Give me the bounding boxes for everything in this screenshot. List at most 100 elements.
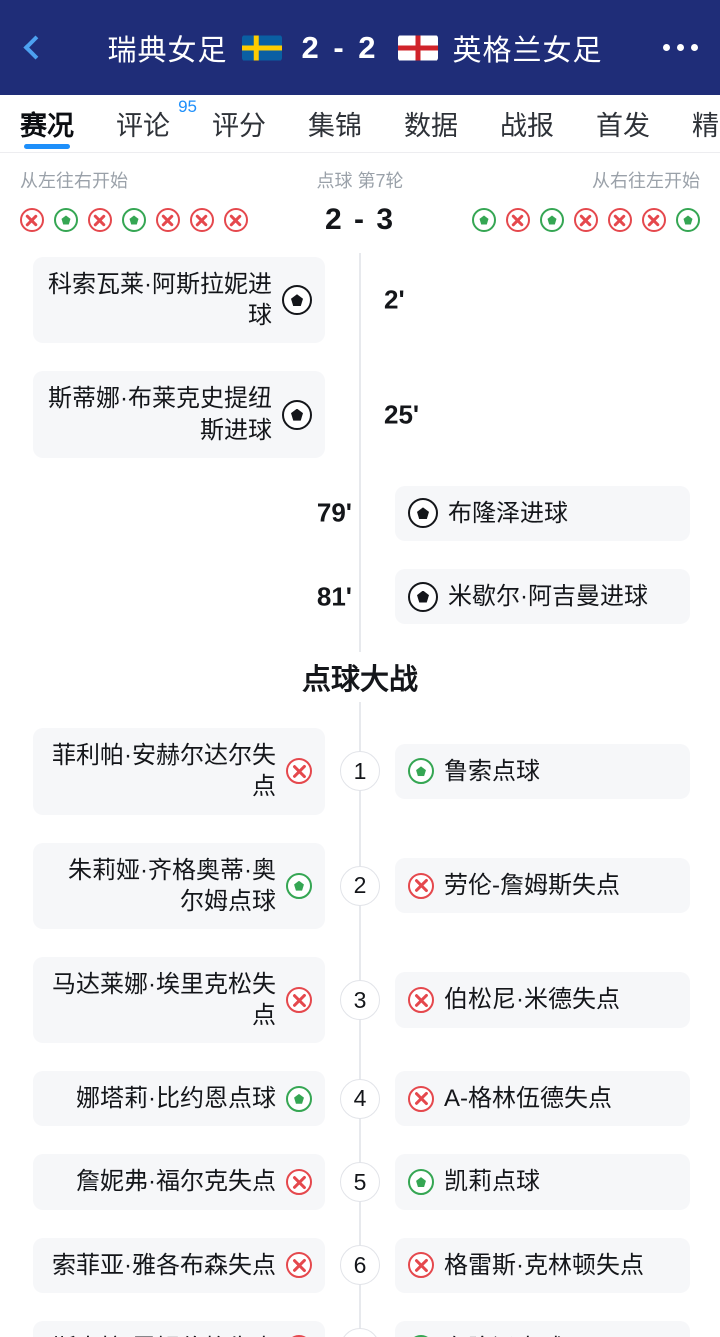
shootout-home-card[interactable]: 斯米拉·霍姆伯格失点 [33, 1320, 325, 1337]
match-timeline: 科索瓦莱·阿斯拉妮进球 2' 斯蒂娜·布莱克史提纽斯进球 25' 79' 布隆泽… [0, 253, 720, 1337]
shootout-home-text: 詹妮弗·福尔克失点 [76, 1168, 276, 1196]
tab-comments[interactable]: 评论 95 [116, 95, 197, 152]
penalty-result-icon [286, 1169, 312, 1196]
shootout-home-card[interactable]: 菲利帕·安赫尔达尔失点 [33, 728, 325, 815]
goal-event-card[interactable]: 米歇尔·阿吉曼进球 [395, 568, 690, 625]
timeline-event: 81' 米歇尔·阿吉曼进球 [0, 568, 720, 625]
shootout-away-card[interactable]: 格雷斯·克林顿失点 [395, 1237, 690, 1293]
shootout-home-text: 斯米拉·霍姆伯格失点 [46, 1333, 276, 1337]
shootout-away-text: 鲁索点球 [444, 757, 540, 785]
shootout-round: 马达莱娜·埃里克松失点 3 伯松尼·米德失点 [0, 956, 720, 1044]
shootout-round: 索菲亚·雅各布森失点 6 格雷斯·克林顿失点 [0, 1237, 720, 1293]
round-number: 1 [340, 751, 380, 792]
shootout-home-card[interactable]: 索菲亚·雅各布森失点 [33, 1237, 325, 1293]
penalty-ball-icon [122, 208, 146, 232]
right-direction-hint: 从右往左开始 [592, 171, 700, 191]
shootout-title-text: 点球大战 [283, 652, 436, 703]
penalty-result-icon [286, 987, 312, 1014]
tab-ratings[interactable]: 评分 [212, 95, 266, 152]
round-number: 2 [340, 865, 380, 906]
penalty-ball-icon [506, 208, 530, 232]
event-time: 2' [384, 284, 405, 315]
dot-icon [690, 44, 698, 51]
away-penalty-icons [414, 208, 700, 232]
sweden-flag-icon [242, 35, 283, 61]
active-tab-underline [24, 144, 70, 149]
tab-stats[interactable]: 数据 [404, 95, 458, 152]
goal-event-text: 布隆泽进球 [448, 499, 568, 527]
left-direction-hint: 从左往右开始 [20, 171, 128, 191]
tab-label: 精 [692, 111, 719, 141]
round-number: 3 [340, 980, 380, 1021]
shootout-score: 2 - 3 [324, 203, 395, 236]
shootout-away-text: A-格林伍德失点 [444, 1085, 612, 1113]
shootout-home-card[interactable]: 马达莱娜·埃里克松失点 [33, 956, 325, 1044]
shootout-away-text: 布隆泽点球 [444, 1333, 677, 1337]
shootout-home-card[interactable]: 詹妮弗·福尔克失点 [33, 1154, 325, 1210]
match-score: 2 - 2 [301, 29, 379, 65]
shootout-round-label: 点球 第7轮 [316, 171, 404, 191]
shootout-home-text: 朱莉娅·齐格奥蒂·奥尔姆点球 [68, 856, 276, 915]
tab-report[interactable]: 战报 [500, 95, 554, 152]
back-button[interactable] [0, 35, 70, 60]
soccer-ball-icon [282, 399, 312, 430]
penalty-result-icon [286, 1085, 312, 1112]
penalty-ball-icon [642, 208, 666, 232]
shootout-away-card[interactable]: 伯松尼·米德失点 [395, 972, 690, 1028]
goal-event-text: 科索瓦莱·阿斯拉妮进球 [48, 271, 272, 330]
shootout-away-card[interactable]: 鲁索点球 [395, 743, 690, 799]
comment-count-badge: 95 [178, 97, 197, 116]
tab-label: 赛况 [20, 111, 74, 141]
round-number: 5 [340, 1162, 380, 1203]
away-team-name: 英格兰女足 [452, 34, 603, 67]
penalty-ball-icon [190, 208, 214, 232]
shootout-away-card[interactable]: 凯莉点球 [395, 1154, 690, 1210]
tab-lineup[interactable]: 首发 [596, 95, 650, 152]
shootout-away-text: 凯莉点球 [444, 1168, 540, 1196]
penalty-ball-icon [156, 208, 180, 232]
round-number: 4 [340, 1078, 380, 1119]
penalty-result-icon [286, 1252, 312, 1279]
back-chevron-icon [22, 35, 48, 60]
penalty-ball-icon [88, 208, 112, 232]
round-number: 7 [340, 1328, 380, 1337]
dot-icon [676, 44, 684, 51]
penalty-result-icon [408, 1169, 434, 1196]
soccer-ball-icon [282, 285, 312, 316]
tab-match-live[interactable]: 赛况 [20, 95, 74, 152]
event-time: 81' [316, 581, 352, 612]
goal-event-card[interactable]: 科索瓦莱·阿斯拉妮进球 [33, 257, 325, 344]
home-penalty-icons [20, 208, 306, 232]
shootout-home-text: 菲利帕·安赫尔达尔失点 [52, 742, 276, 801]
soccer-ball-icon [408, 581, 438, 612]
tab-label: 评论 [116, 111, 170, 141]
shootout-home-text: 马达莱娜·埃里克松失点 [52, 970, 276, 1030]
dot-icon [662, 44, 670, 51]
penalty-result-icon [408, 758, 434, 785]
tab-label: 战报 [500, 111, 554, 141]
penalty-result-icon [286, 758, 312, 785]
penalty-ball-icon [224, 208, 248, 232]
penalty-ball-icon [540, 208, 564, 232]
tab-label: 评分 [212, 111, 266, 141]
shootout-away-card[interactable]: 布隆泽点球 [395, 1320, 690, 1337]
goal-event-card[interactable]: 布隆泽进球 [395, 485, 690, 541]
tab-featured[interactable]: 精 [692, 95, 719, 152]
penalty-result-icon [408, 987, 434, 1014]
tab-highlights[interactable]: 集锦 [308, 95, 362, 152]
shootout-summary: 从左往右开始 点球 第7轮 从右往左开始 2 - 3 [0, 153, 720, 253]
goal-event-card[interactable]: 斯蒂娜·布莱克史提纽斯进球 [33, 371, 325, 458]
shootout-home-text: 娜塔莉·比约恩点球 [76, 1085, 276, 1113]
shootout-round: 娜塔莉·比约恩点球 4 A-格林伍德失点 [0, 1071, 720, 1127]
more-options-button[interactable] [640, 44, 720, 51]
penalty-ball-icon [574, 208, 598, 232]
goal-event-text: 米歇尔·阿吉曼进球 [448, 582, 648, 610]
penalty-result-icon [286, 872, 312, 899]
shootout-away-card[interactable]: A-格林伍德失点 [395, 1071, 690, 1127]
shootout-home-card[interactable]: 朱莉娅·齐格奥蒂·奥尔姆点球 [33, 842, 325, 929]
goal-event-text: 斯蒂娜·布莱克史提纽斯进球 [48, 385, 272, 444]
shootout-home-card[interactable]: 娜塔莉·比约恩点球 [33, 1071, 325, 1127]
shootout-away-card[interactable]: 劳伦-詹姆斯失点 [395, 858, 690, 914]
round-number: 6 [340, 1245, 380, 1286]
penalty-result-icon [408, 872, 434, 899]
